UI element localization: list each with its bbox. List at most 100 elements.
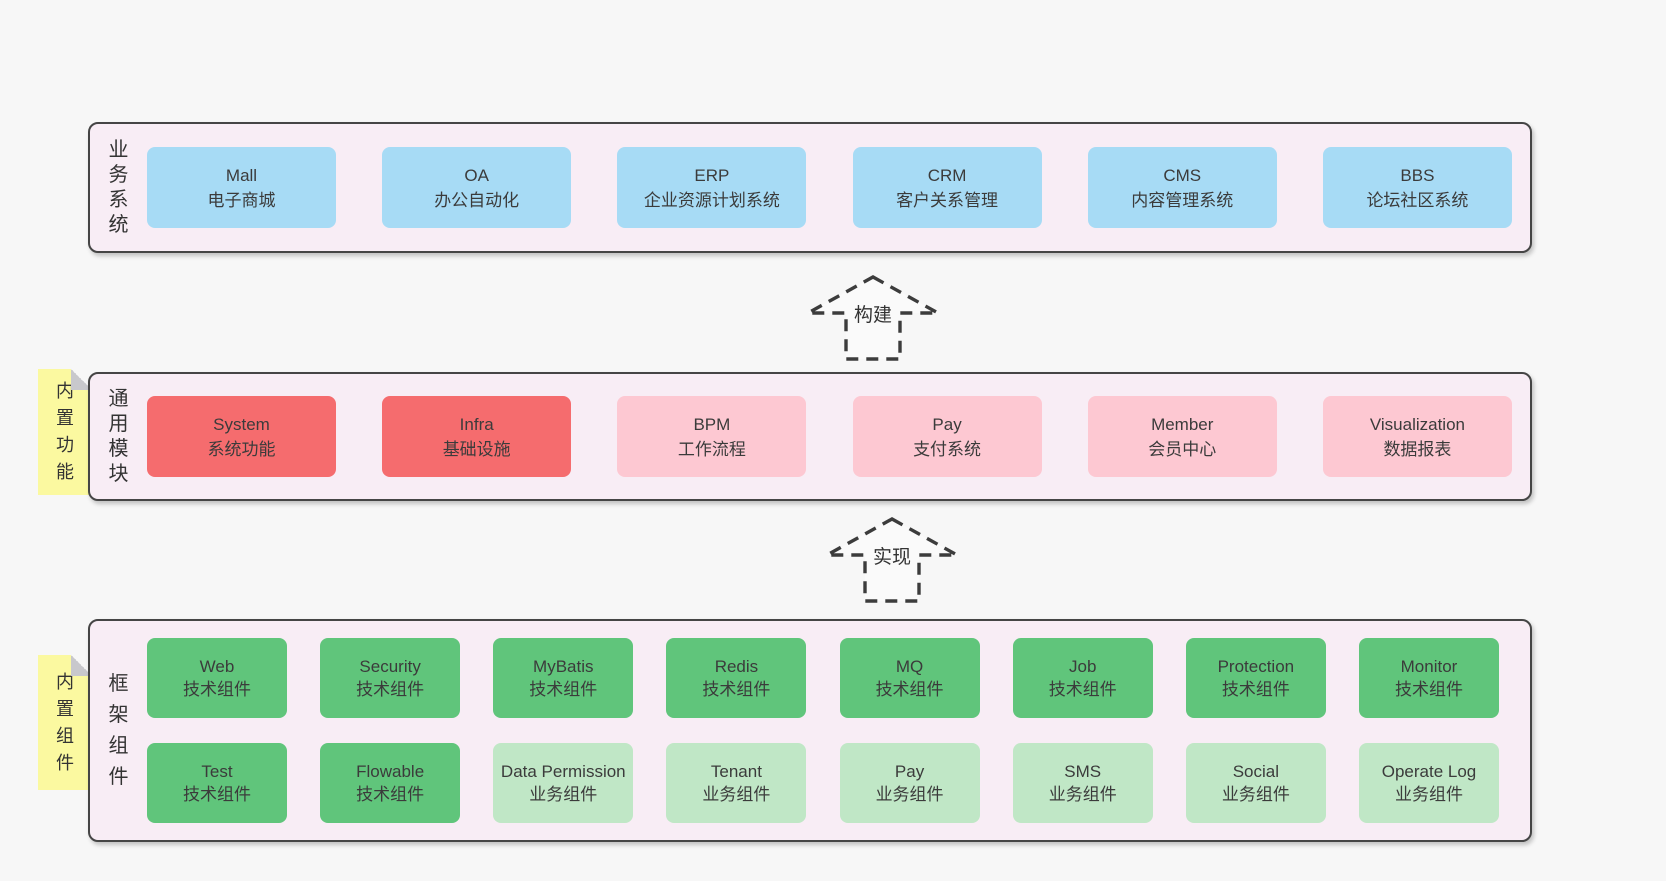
box-bbs: BBS 论坛社区系统 — [1322, 147, 1512, 228]
arrow-label-backplate — [867, 541, 917, 571]
box-system: System 系统功能 — [147, 396, 336, 477]
box-subtitle: 业务组件 — [1221, 785, 1290, 804]
box-title: Tenant — [710, 762, 762, 781]
section-business-systems: 业务系统 Mall 电子商城 OA 办公自动化 ERP 企业资源计划系统 CRM… — [88, 122, 1532, 253]
box-title: Operate Log — [1381, 762, 1477, 781]
framework-row-2: Test 技术组件 Flowable 技术组件 Data Permission … — [147, 743, 1499, 823]
box-redis: Redis 技术组件 — [666, 638, 807, 718]
section-framework-label: 框架组件 — [108, 672, 129, 788]
box-subtitle: 业务组件 — [1394, 785, 1463, 804]
box-title: Test — [201, 762, 233, 781]
box-visualization: Visualization 数据报表 — [1322, 396, 1512, 477]
box-subtitle: 业务组件 — [529, 785, 598, 804]
box-data-permission: Data Permission 业务组件 — [493, 743, 634, 823]
box-bpm: BPM 工作流程 — [617, 396, 807, 477]
box-title: BPM — [693, 414, 731, 434]
folded-corner-icon — [71, 655, 92, 676]
box-flowable: Flowable 技术组件 — [320, 743, 461, 823]
box-subtitle: 会员中心 — [1148, 439, 1217, 459]
arrow-implement-label: 实现 — [873, 546, 911, 568]
arrow-build-label: 构建 — [854, 304, 892, 326]
section-framework-components: 框架组件 Web 技术组件 Security 技术组件 MyBatis 技术组件… — [88, 619, 1532, 842]
box-job: Job 技术组件 — [1012, 638, 1153, 718]
box-title: Social — [1232, 762, 1279, 781]
folded-corner-icon — [71, 369, 92, 390]
section-label-column: 业务系统 — [90, 124, 147, 251]
box-title: OA — [464, 165, 489, 185]
box-subtitle: 技术组件 — [875, 680, 944, 699]
box-subtitle: 基础设施 — [442, 439, 511, 459]
sticky-note-built-in-components: 内置组件 — [38, 655, 92, 790]
box-title: Security — [359, 657, 421, 676]
box-title: Mall — [225, 165, 258, 185]
box-operate-log: Operate Log 业务组件 — [1358, 743, 1499, 823]
box-subtitle: 企业资源计划系统 — [643, 190, 780, 210]
section-common-modules: 通用模块 System 系统功能 Infra 基础设施 BPM 工作流程 Pay… — [88, 372, 1532, 501]
box-title: Monitor — [1400, 657, 1458, 676]
box-crm: CRM 客户关系管理 — [852, 147, 1042, 228]
section-label-column: 通用模块 — [90, 374, 147, 499]
box-subtitle: 技术组件 — [529, 680, 598, 699]
box-title: Member — [1151, 414, 1214, 434]
arrow-label-backplate — [848, 299, 898, 329]
box-title: Data Permission — [500, 762, 626, 781]
box-title: Infra — [459, 414, 494, 434]
box-title: CMS — [1163, 165, 1202, 185]
box-title: MQ — [895, 657, 924, 676]
box-title: System — [213, 414, 270, 434]
box-mall: Mall 电子商城 — [147, 147, 336, 228]
box-subtitle: 技术组件 — [183, 785, 251, 804]
box-subtitle: 业务组件 — [875, 785, 944, 804]
box-test: Test 技术组件 — [147, 743, 287, 823]
section-modules-label: 通用模块 — [108, 387, 129, 485]
box-subtitle: 支付系统 — [913, 439, 982, 459]
sticky-note-text: 内置组件 — [56, 671, 74, 773]
box-title: Pay — [932, 414, 962, 434]
box-title: Pay — [894, 762, 925, 781]
box-subtitle: 办公自动化 — [434, 190, 520, 210]
up-arrow-implement-icon: 实现 — [822, 517, 962, 603]
box-pay-biz: Pay 业务组件 — [839, 743, 980, 823]
box-tenant: Tenant 业务组件 — [666, 743, 807, 823]
box-subtitle: 技术组件 — [1394, 680, 1463, 699]
box-subtitle: 内容管理系统 — [1131, 190, 1234, 210]
box-subtitle: 技术组件 — [1221, 680, 1290, 699]
up-arrow-build-icon: 构建 — [803, 275, 943, 361]
box-sms: SMS 业务组件 — [1012, 743, 1153, 823]
box-cms: CMS 内容管理系统 — [1087, 147, 1277, 228]
box-subtitle: 工作流程 — [677, 439, 746, 459]
section-label-column: 框架组件 — [90, 621, 147, 840]
box-title: CRM — [927, 165, 967, 185]
box-pay: Pay 支付系统 — [852, 396, 1042, 477]
box-subtitle: 技术组件 — [183, 680, 251, 699]
box-protection: Protection 技术组件 — [1185, 638, 1326, 718]
box-subtitle: 系统功能 — [207, 439, 276, 459]
box-mybatis: MyBatis 技术组件 — [493, 638, 634, 718]
box-security: Security 技术组件 — [320, 638, 461, 718]
box-monitor: Monitor 技术组件 — [1358, 638, 1499, 718]
box-title: Redis — [714, 657, 759, 676]
box-title: BBS — [1400, 165, 1435, 185]
box-subtitle: 业务组件 — [702, 785, 771, 804]
box-subtitle: 业务组件 — [1048, 785, 1117, 804]
box-subtitle: 论坛社区系统 — [1366, 190, 1469, 210]
box-social: Social 业务组件 — [1185, 743, 1326, 823]
box-member: Member 会员中心 — [1087, 396, 1277, 477]
box-title: SMS — [1064, 762, 1102, 781]
framework-box-rows: Web 技术组件 Security 技术组件 MyBatis 技术组件 Redi… — [147, 621, 1530, 840]
box-title: Visualization — [1369, 414, 1465, 434]
box-title: Flowable — [356, 762, 425, 781]
framework-row-1: Web 技术组件 Security 技术组件 MyBatis 技术组件 Redi… — [147, 638, 1499, 718]
box-oa: OA 办公自动化 — [382, 147, 572, 228]
box-web: Web 技术组件 — [147, 638, 287, 718]
section-business-label: 业务系统 — [108, 138, 129, 236]
sticky-note-text: 内置功能 — [56, 381, 74, 482]
box-infra: Infra 基础设施 — [382, 396, 572, 477]
box-title: Job — [1068, 657, 1097, 676]
box-erp: ERP 企业资源计划系统 — [617, 147, 807, 228]
box-subtitle: 技术组件 — [1048, 680, 1117, 699]
box-subtitle: 技术组件 — [356, 680, 425, 699]
box-subtitle: 技术组件 — [702, 680, 771, 699]
box-title: MyBatis — [533, 657, 594, 676]
box-title: ERP — [694, 165, 730, 185]
